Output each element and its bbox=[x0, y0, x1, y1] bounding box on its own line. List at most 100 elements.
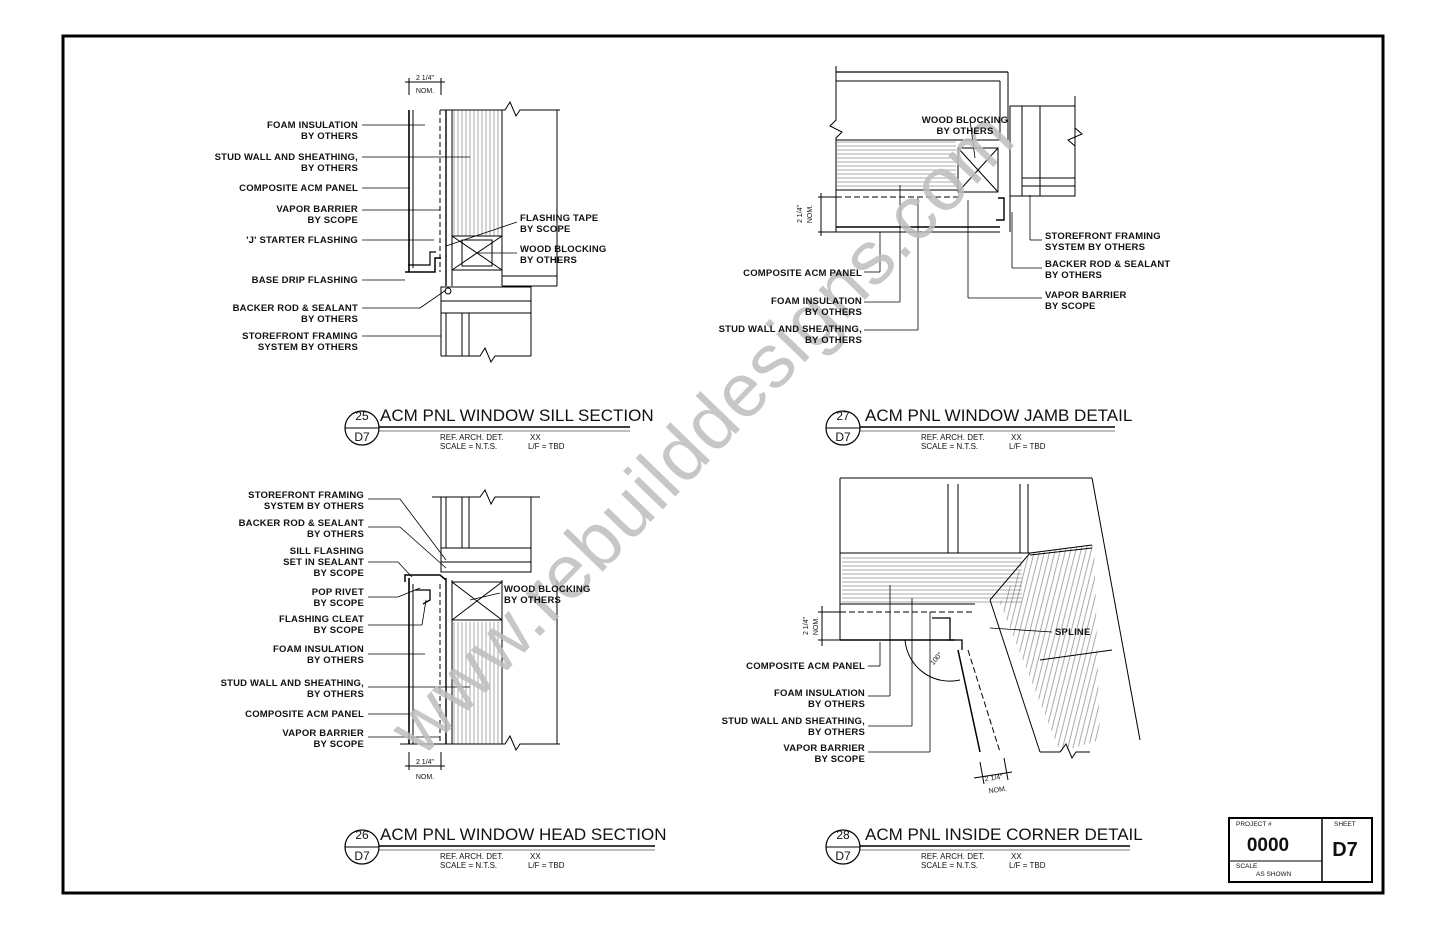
dimension-note: NOM. bbox=[988, 786, 1007, 795]
dimension-text: 2 1/4" bbox=[416, 759, 435, 766]
callout-label-27: WOOD BLOCKING bbox=[922, 115, 1009, 126]
callout-label-27: SYSTEM BY OTHERS bbox=[1045, 242, 1145, 253]
title-block-frame bbox=[1228, 817, 1373, 883]
detail-title-26: ACM PNL WINDOW HEAD SECTION bbox=[380, 825, 667, 844]
callout-label-25: 'J' STARTER FLASHING bbox=[246, 235, 358, 246]
dimension-note: NOM. bbox=[807, 205, 814, 223]
detail-number-28: 28 bbox=[836, 828, 850, 842]
callout-label-27: VAPOR BARRIER bbox=[1045, 290, 1127, 301]
detail-title-25: ACM PNL WINDOW SILL SECTION bbox=[380, 406, 654, 425]
callout-label-28: VAPOR BARRIER bbox=[783, 743, 865, 754]
detail-number-26: 26 bbox=[355, 828, 369, 842]
callout-label-28: BY OTHERS bbox=[808, 727, 865, 738]
callout-label-25: BY SCOPE bbox=[307, 215, 358, 226]
dimension-text: 2 1/4" bbox=[797, 204, 804, 223]
detail-sheet-ref-27: D7 bbox=[835, 430, 851, 444]
callout-label-28: COMPOSITE ACM PANEL bbox=[746, 661, 865, 672]
callout-label-25: FLASHING TAPE bbox=[520, 213, 598, 224]
ref-arch-value: XX bbox=[1011, 433, 1022, 442]
callout-label-26: BY OTHERS bbox=[307, 529, 364, 540]
callout-label-25: WOOD BLOCKING bbox=[520, 244, 607, 255]
callout-label-25: VAPOR BARRIER bbox=[276, 204, 358, 215]
callout-label-25: BASE DRIP FLASHING bbox=[252, 275, 358, 286]
detail-sheet-ref-26: D7 bbox=[354, 849, 370, 863]
callout-label-28: SPLINE bbox=[1055, 627, 1091, 638]
detail-number-25: 25 bbox=[355, 409, 369, 423]
ref-arch-value: XX bbox=[530, 433, 541, 442]
ref-arch-label: REF. ARCH. DET. bbox=[440, 852, 504, 861]
sheet-border bbox=[61, 34, 1385, 895]
callout-label-27: BY SCOPE bbox=[1045, 301, 1096, 312]
ref-arch-label: REF. ARCH. DET. bbox=[921, 852, 985, 861]
callout-label-25: BY OTHERS bbox=[301, 131, 358, 142]
scale-label: SCALE = N.T.S. bbox=[921, 442, 978, 451]
detail-sheet-ref-28: D7 bbox=[835, 849, 851, 863]
callout-label-26: FOAM INSULATION bbox=[273, 644, 364, 655]
callout-label-26: BY SCOPE bbox=[313, 739, 364, 750]
sheet-number: D7 bbox=[1332, 839, 1358, 861]
lf-label: L/F = TBD bbox=[528, 442, 565, 451]
lf-label: L/F = TBD bbox=[1009, 442, 1046, 451]
leader-lines bbox=[362, 119, 1053, 753]
callout-label-26: SYSTEM BY OTHERS bbox=[264, 501, 364, 512]
callout-label-27: BY OTHERS bbox=[805, 307, 862, 318]
dimension-note: NOM. bbox=[813, 617, 820, 635]
callout-label-26: FLASHING CLEAT bbox=[279, 614, 364, 625]
callout-label-28: STUD WALL AND SHEATHING, bbox=[722, 716, 865, 727]
sheet-label: SHEET bbox=[1334, 821, 1356, 828]
callout-label-26: WOOD BLOCKING bbox=[504, 584, 591, 595]
callout-label-26: STOREFRONT FRAMING bbox=[248, 490, 364, 501]
lf-label: L/F = TBD bbox=[528, 861, 565, 870]
project-number: 0000 bbox=[1247, 835, 1289, 856]
callout-label-25: BY OTHERS bbox=[301, 314, 358, 325]
callout-label-27: COMPOSITE ACM PANEL bbox=[743, 268, 862, 279]
callout-label-26: SET IN SEALANT bbox=[283, 557, 364, 568]
dimension-text: 2 1/4" bbox=[984, 774, 1003, 784]
callout-label-25: STOREFRONT FRAMING bbox=[242, 331, 358, 342]
scale-label: SCALE = N.T.S. bbox=[921, 861, 978, 870]
detail-28-drawing bbox=[818, 477, 1141, 785]
callout-label-25: STUD WALL AND SHEATHING, bbox=[215, 152, 358, 163]
dimension-note: NOM. bbox=[416, 774, 434, 781]
callout-label-26: SILL FLASHING bbox=[290, 546, 364, 557]
callout-label-25: COMPOSITE ACM PANEL bbox=[239, 183, 358, 194]
detail-sheet-ref-25: D7 bbox=[354, 430, 370, 444]
callout-label-25: FOAM INSULATION bbox=[267, 120, 358, 131]
callout-label-27: STUD WALL AND SHEATHING, bbox=[719, 324, 862, 335]
detail-title-28: ACM PNL INSIDE CORNER DETAIL bbox=[865, 825, 1143, 844]
callout-label-25: BY OTHERS bbox=[301, 163, 358, 174]
angle-text: 100° bbox=[929, 650, 945, 666]
callout-label-28: BY OTHERS bbox=[808, 699, 865, 710]
callout-label-26: BY OTHERS bbox=[307, 689, 364, 700]
callout-label-26: BY OTHERS bbox=[504, 595, 561, 606]
ref-arch-value: XX bbox=[530, 852, 541, 861]
detail-title-27: ACM PNL WINDOW JAMB DETAIL bbox=[865, 406, 1132, 425]
callout-label-26: BACKER ROD & SEALANT bbox=[239, 518, 364, 529]
callout-label-27: FOAM INSULATION bbox=[771, 296, 862, 307]
callout-label-27: STOREFRONT FRAMING bbox=[1045, 231, 1161, 242]
callout-label-26: BY SCOPE bbox=[313, 568, 364, 579]
callout-label-26: BY SCOPE bbox=[313, 625, 364, 636]
dimension-text: 2 1/4" bbox=[416, 75, 435, 82]
callout-label-25: BY SCOPE bbox=[520, 224, 571, 235]
callout-label-27: BY OTHERS bbox=[805, 335, 862, 346]
ref-arch-label: REF. ARCH. DET. bbox=[440, 433, 504, 442]
detail-26-drawing bbox=[400, 488, 560, 770]
callout-label-27: BY OTHERS bbox=[1045, 270, 1102, 281]
ref-arch-value: XX bbox=[1011, 852, 1022, 861]
callout-label-28: BY SCOPE bbox=[814, 754, 865, 765]
dimension-text: 2 1/4" bbox=[803, 616, 810, 635]
detail-25-drawing bbox=[405, 78, 560, 364]
callout-label-26: BY SCOPE bbox=[313, 598, 364, 609]
callout-label-26: STUD WALL AND SHEATHING, bbox=[221, 678, 364, 689]
detail-number-27: 27 bbox=[836, 409, 850, 423]
callout-label-25: SYSTEM BY OTHERS bbox=[258, 342, 358, 353]
lf-label: L/F = TBD bbox=[1009, 861, 1046, 870]
callout-label-26: BY OTHERS bbox=[307, 655, 364, 666]
callout-label-26: COMPOSITE ACM PANEL bbox=[245, 709, 364, 720]
scale-label: SCALE = N.T.S. bbox=[440, 861, 497, 870]
scale-block-value: AS SHOWN bbox=[1256, 871, 1292, 878]
callout-label-25: BY OTHERS bbox=[520, 255, 577, 266]
